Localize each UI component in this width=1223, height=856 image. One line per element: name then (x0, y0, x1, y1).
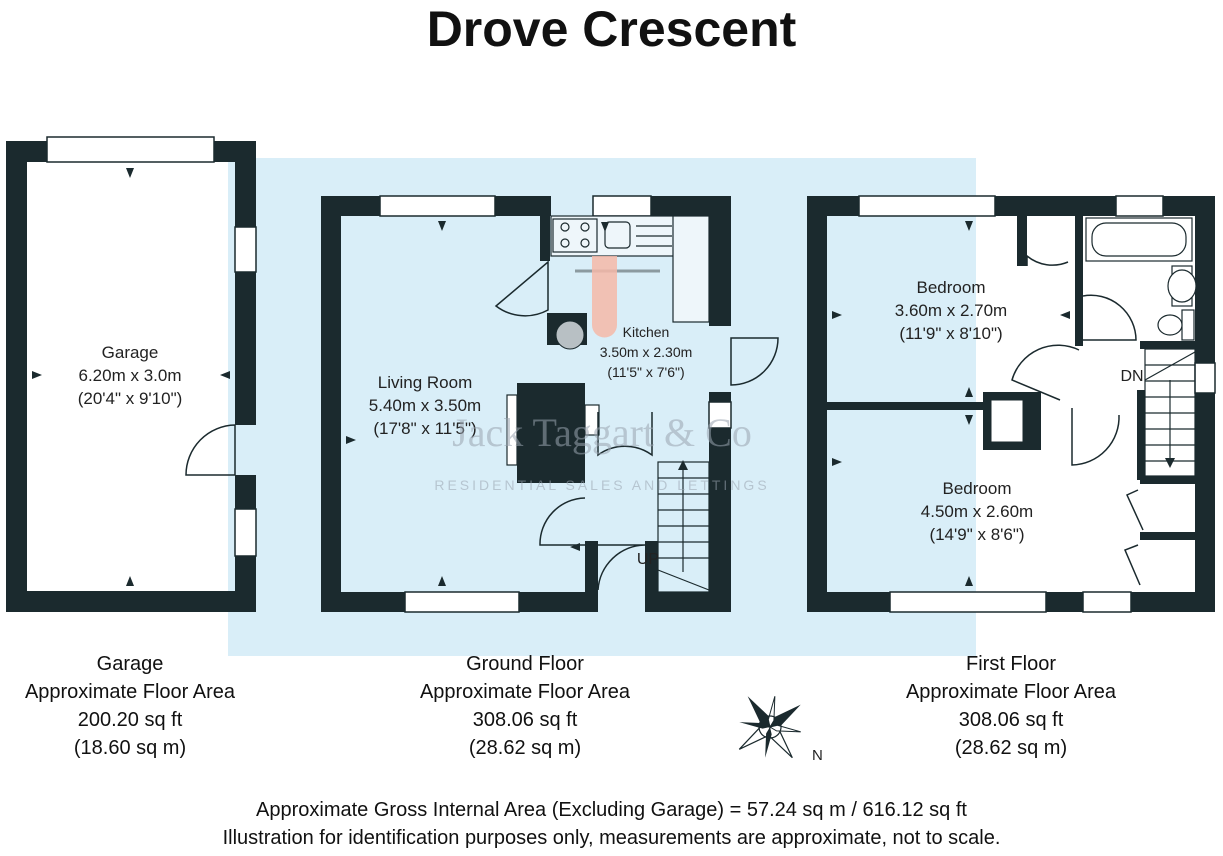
bedroom-2-dims-m: 4.50m x 2.60m (921, 502, 1033, 521)
ground-floor-walls (321, 196, 731, 612)
ground-floor-area-label: Approximate Floor Area (419, 681, 631, 703)
stairs-up-arrow (678, 460, 688, 470)
disclaimer: Illustration for identification purposes… (222, 827, 1001, 849)
kitchen-name: Kitchen (623, 324, 670, 340)
watermark-brand: Jack Taggart & Co (452, 410, 752, 455)
ground-floor-arrows (346, 221, 609, 586)
chimney-breast-inner (990, 399, 1024, 443)
ground-floor-doors (494, 260, 779, 591)
garage-area-caption: Garage Approximate Floor Area 200.20 sq … (0, 650, 280, 762)
first-floor-area-sqft: 308.06 sq ft (958, 709, 1064, 731)
stairs-up-label: UP (637, 551, 659, 568)
flue-pipe (592, 256, 617, 338)
bathroom-fittings (1085, 217, 1197, 341)
garage-room-dims-ft: (20'4" x 9'10") (78, 389, 183, 408)
first-floor-arrows (832, 221, 1070, 586)
boiler (555, 320, 585, 350)
garage-room-name: Garage (102, 343, 159, 362)
kitchen-fittings (550, 215, 710, 323)
garage-plan (6, 141, 256, 612)
garage-area-sqft: 200.20 sq ft (77, 709, 183, 731)
garage-area-label: Approximate Floor Area (24, 681, 236, 703)
garage-area-name: Garage (96, 653, 164, 675)
garage-windows (46, 136, 257, 557)
fireplace-hearth (506, 394, 518, 466)
stairs-down-label: DN (1120, 368, 1143, 385)
ground-floor-area-name: Ground Floor (466, 653, 584, 675)
kitchen-dims-ft: (11'5" x 7'6") (607, 364, 684, 380)
ground-floor-area-sqft: 308.06 sq ft (472, 709, 578, 731)
watermark-tagline: RESIDENTIAL SALES AND LETTINGS (434, 477, 769, 493)
bedroom-1-dims-ft: (11'9" x 8'10") (899, 324, 1002, 343)
living-room-dims-m: 5.40m x 3.50m (369, 396, 481, 415)
stairs-down-arrow (1165, 458, 1175, 468)
bedroom-1-name: Bedroom (917, 278, 986, 297)
page-title: Drove Crescent (426, 1, 797, 57)
garage-door (185, 424, 236, 476)
first-floor-area-caption: First Floor Approximate Floor Area 308.0… (861, 650, 1161, 762)
bedroom-2-name: Bedroom (943, 479, 1012, 498)
garage-area-sqm: (18.60 sq m) (73, 737, 187, 759)
first-floor-area-sqm: (28.62 sq m) (954, 737, 1068, 759)
garage-arrows (32, 168, 230, 586)
bedroom-2-dims-ft: (14'9" x 8'6") (929, 525, 1024, 544)
gross-internal-area: Approximate Gross Internal Area (Excludi… (256, 799, 967, 821)
first-floor-area-name: First Floor (966, 653, 1056, 675)
bedroom-1-dims-m: 3.60m x 2.70m (895, 301, 1007, 320)
kitchen-dims-m: 3.50m x 2.30m (600, 344, 693, 360)
ground-floor-area-caption: Ground Floor Approximate Floor Area 308.… (375, 650, 675, 762)
first-floor-area-label: Approximate Floor Area (905, 681, 1117, 703)
first-floor-doors (1011, 254, 1144, 586)
stairs-down (1144, 348, 1196, 477)
living-room-name: Living Room (378, 373, 473, 392)
garage-room-dims-m: 6.20m x 3.0m (79, 366, 182, 385)
ground-floor-area-sqm: (28.62 sq m) (468, 737, 582, 759)
footer-notes: Approximate Gross Internal Area (Excludi… (0, 796, 1223, 852)
compass-rose (738, 696, 801, 759)
ground-floor-windows (379, 195, 732, 613)
fireplace-side (584, 404, 600, 436)
living-room-dims-ft: (17'8" x 11'5") (373, 419, 476, 438)
compass-north-label: N (812, 747, 823, 764)
